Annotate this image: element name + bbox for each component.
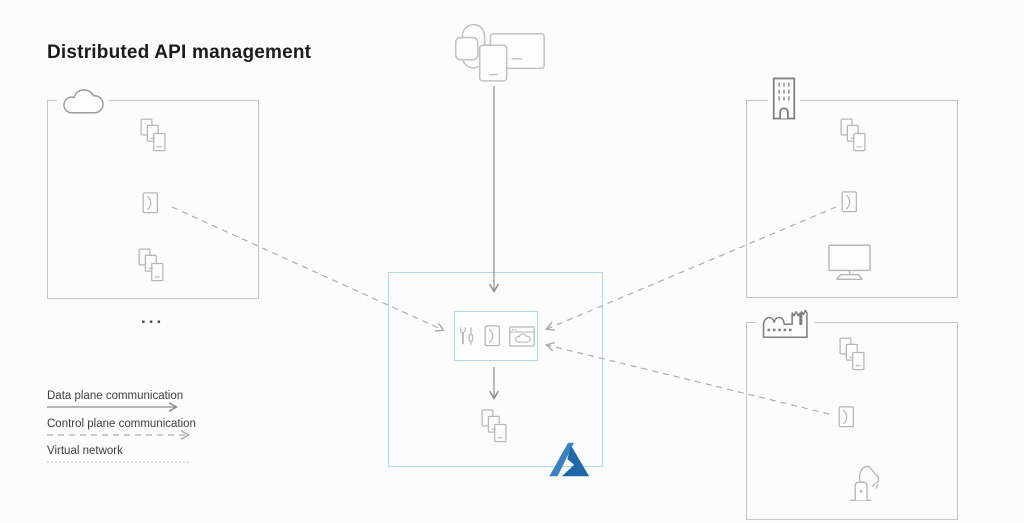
developer-portal-icon	[509, 326, 535, 347]
apis-stack-icon	[840, 118, 867, 154]
self-hosted-gateway-icon	[841, 191, 858, 213]
api-management-box	[454, 311, 538, 361]
self-hosted-gateway-icon	[142, 192, 159, 214]
client-devices-icon	[448, 22, 548, 82]
legend-control-plane-label: Control plane communication	[47, 418, 196, 430]
factory-icon	[760, 305, 810, 339]
apis-stack-icon	[481, 409, 508, 445]
gateway-icon	[484, 325, 501, 347]
azure-logo	[546, 442, 591, 477]
management-tools-icon	[458, 325, 476, 347]
legend-data-plane-label: Data plane communication	[47, 390, 184, 402]
page-title: Distributed API management	[47, 42, 312, 63]
cloud-region-box	[47, 100, 259, 299]
robot-arm-icon	[842, 456, 882, 502]
self-hosted-gateway-icon	[838, 406, 855, 428]
apis-stack-icon	[138, 248, 165, 284]
building-icon	[772, 77, 796, 120]
desktop-monitor-icon	[828, 244, 871, 282]
office-region-box	[746, 100, 958, 298]
ellipsis: ...	[141, 308, 165, 327]
legend-virtual-network-label: Virtual network	[47, 445, 123, 457]
cloud-icon	[60, 86, 106, 115]
factory-region-box	[746, 322, 958, 520]
apis-stack-icon	[140, 118, 167, 154]
apis-stack-icon	[839, 337, 866, 373]
